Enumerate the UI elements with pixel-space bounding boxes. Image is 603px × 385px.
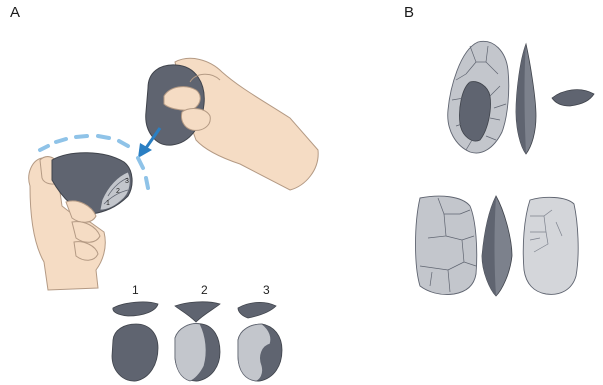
strike-direction-arrow-icon xyxy=(138,128,160,158)
sequence-label-1: 1 xyxy=(132,283,139,297)
cleaver-side xyxy=(482,196,512,296)
hammerstone-hand-icon xyxy=(146,58,318,190)
handaxe-side xyxy=(516,44,536,154)
core-1 xyxy=(112,324,158,381)
core-hand-icon: 3 2 1 xyxy=(29,153,132,290)
flake-3-profile xyxy=(238,302,276,318)
sequence-label-2: 2 xyxy=(201,283,208,297)
flake-scar-2-label: 2 xyxy=(116,188,120,195)
flake-sequence xyxy=(112,302,282,381)
cleaver-ventral xyxy=(523,197,578,294)
sequence-label-3: 3 xyxy=(263,283,270,297)
cleaver-face xyxy=(416,196,477,294)
flake-scar-3-label: 3 xyxy=(125,178,129,185)
handaxe-face xyxy=(448,41,509,153)
flake-1-profile xyxy=(113,302,158,316)
flake-2-profile xyxy=(175,302,220,322)
handaxe-section xyxy=(552,90,594,106)
flake-scar-1-label: 1 xyxy=(106,200,110,207)
